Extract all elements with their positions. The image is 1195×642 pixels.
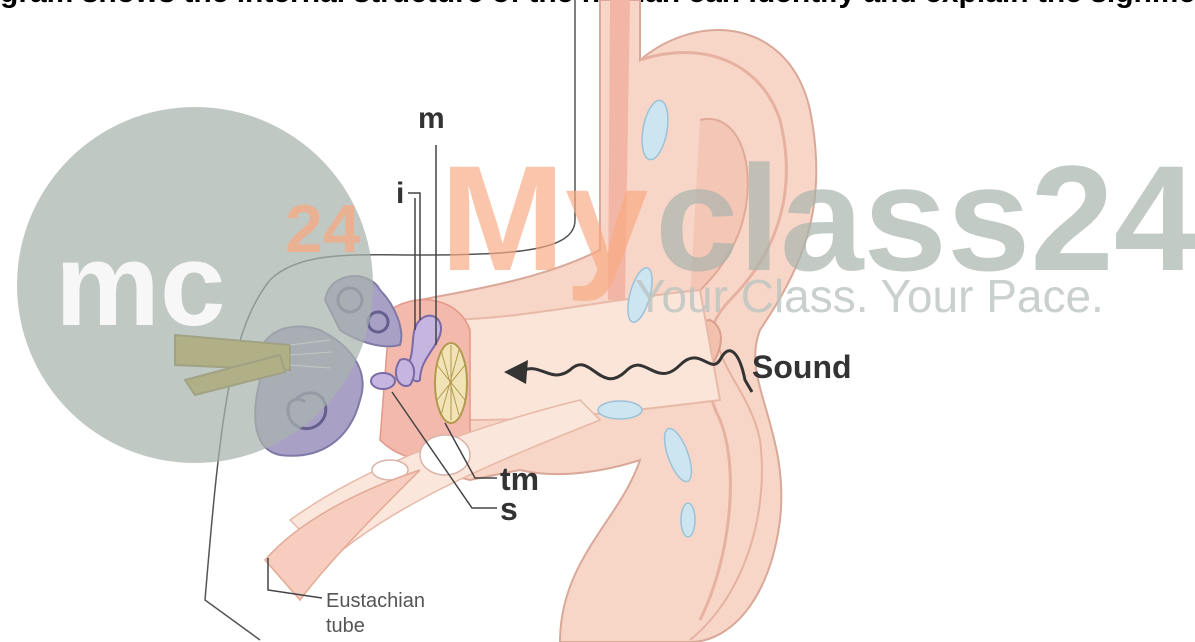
label-s: s: [500, 491, 518, 527]
watermark-badge-text: mc: [55, 219, 226, 351]
label-m: m: [418, 102, 445, 135]
eardrum: [435, 343, 467, 423]
label-eustachian-line2: tube: [326, 615, 365, 637]
watermark-badge-number: 24: [285, 191, 361, 267]
label-eustachian-line1: Eustachian: [326, 590, 425, 612]
label-i: i: [396, 177, 404, 210]
label-sound: Sound: [752, 349, 852, 385]
watermark-brand-my: My: [440, 134, 648, 302]
watermark-tagline: Your Class. Your Pace.: [635, 270, 1104, 322]
